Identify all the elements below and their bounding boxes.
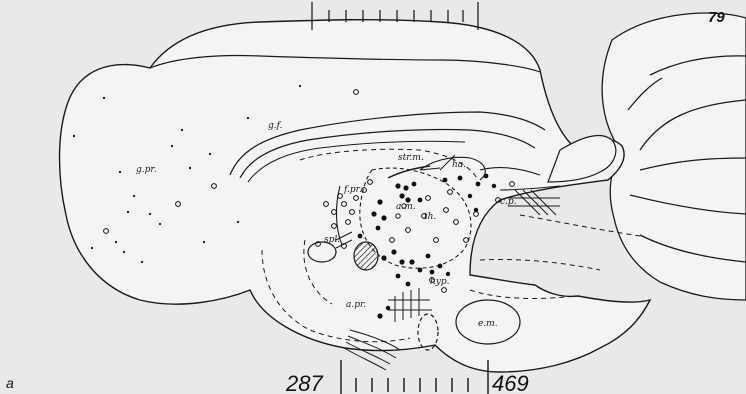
page-number: 79 — [708, 9, 725, 26]
label-em: e.m. — [478, 319, 498, 329]
label-fpr: f.pr. — [343, 185, 362, 195]
panel-letter: a — [6, 375, 14, 391]
label-apr: a.pr. — [346, 300, 366, 310]
scale-right-value: 469 — [492, 371, 529, 394]
label-gpr: g.pr. — [136, 165, 157, 175]
label-ha: ha. — [452, 160, 466, 170]
label-gf: g.f. — [268, 121, 283, 131]
label-am: a.m. — [396, 202, 416, 212]
label-strm: str.m. — [398, 153, 424, 163]
label-spl: spl. — [324, 235, 340, 245]
label-cp: c.p. — [500, 197, 517, 207]
label-th: th. — [424, 212, 436, 222]
scale-left-value: 287 — [285, 371, 323, 394]
stalk-ellipse — [354, 242, 378, 270]
label-hyp: hyp. — [430, 277, 450, 287]
